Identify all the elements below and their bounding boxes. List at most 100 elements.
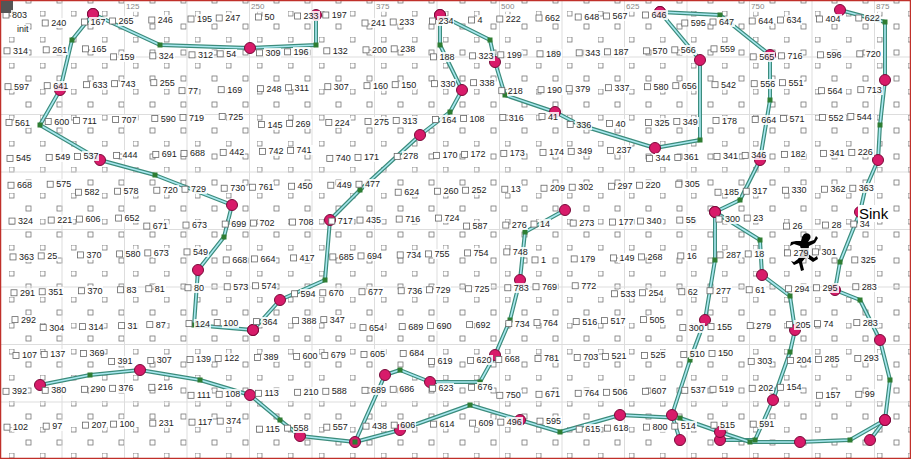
sensor-id: 309 xyxy=(264,48,281,58)
sensor-id: 122 xyxy=(223,353,240,363)
sensor-id: 699 xyxy=(230,219,247,229)
sensor-id: 730 xyxy=(229,183,246,193)
sensor-id: 361 xyxy=(683,152,700,162)
sensor-id: 115 xyxy=(264,424,280,434)
sensor-id: 571 xyxy=(788,114,805,124)
sensor-id: 344 xyxy=(655,153,672,163)
sensor-id: 108 xyxy=(469,114,486,124)
sensor-id: 132 xyxy=(332,46,349,56)
sensor-id: 218 xyxy=(507,86,524,96)
sensor-id: 686 xyxy=(398,384,415,394)
sensor-id: 725 xyxy=(227,112,244,122)
routing-paths xyxy=(40,10,890,442)
sensor-id: 273 xyxy=(578,218,595,228)
sensor-id: 444 xyxy=(122,150,139,160)
sensor-id: 565 xyxy=(758,52,775,62)
sensor-id: 150 xyxy=(400,80,417,90)
sensor-id: 388 xyxy=(301,316,318,326)
sensor-id: 648 xyxy=(583,12,600,22)
sensor-id: 609 xyxy=(478,418,495,428)
sensor-id: 684 xyxy=(408,348,425,358)
sensor-id: 742 xyxy=(267,146,284,156)
sensor-id: 692 xyxy=(475,320,492,330)
sensor-id: 505 xyxy=(649,315,666,325)
sensor-id: 190 xyxy=(546,85,563,95)
sensor-id: 324 xyxy=(17,216,34,226)
sensor-id: 248 xyxy=(265,84,282,94)
sensor-id: 515 xyxy=(719,420,736,430)
sensor-id: 50 xyxy=(263,12,275,22)
sensor-id: 305 xyxy=(684,179,701,189)
sensor-id: 34 xyxy=(859,219,871,229)
sensor-id: 380 xyxy=(50,385,67,395)
sensor-id: 559 xyxy=(719,44,736,54)
sensor-id: 205 xyxy=(794,320,811,330)
sensor-id: 605 xyxy=(369,349,386,359)
sensor-id: 671 xyxy=(544,389,561,399)
sensor-id: 169 xyxy=(226,85,243,95)
sensor-id: 275 xyxy=(373,117,390,127)
sensor-id: 343 xyxy=(584,48,601,58)
sensor-id: 307 xyxy=(333,82,350,92)
sensor-id: 164 xyxy=(440,115,457,125)
sensor-id: 222 xyxy=(505,14,522,24)
sensor-id: 741 xyxy=(296,145,313,155)
sensor-id: 477 xyxy=(364,179,381,189)
sensor-id: 23 xyxy=(752,213,764,223)
sensor-id: 533 xyxy=(619,289,636,299)
ruler-number: 875 xyxy=(875,2,890,12)
sensor-id: 673 xyxy=(153,248,170,258)
sensor-id: 689 xyxy=(370,385,387,395)
sensor-id: 740 xyxy=(335,153,352,163)
sensor-id: 261 xyxy=(51,45,68,55)
sensor-id: 673 xyxy=(191,220,208,230)
init-label: init xyxy=(16,24,30,34)
sensor-id: 61 xyxy=(754,285,766,295)
sensor-id: 614 xyxy=(438,419,455,429)
sensor-id: 159 xyxy=(119,52,136,62)
sensor-id: 241 xyxy=(370,18,387,28)
sensor-id: 363 xyxy=(858,183,875,193)
sensor-id: 450 xyxy=(297,181,314,191)
sensor-id: 31 xyxy=(127,321,139,331)
sensor-id: 688 xyxy=(189,148,206,158)
sensor-id: 600 xyxy=(302,351,319,361)
sensor-id: 311 xyxy=(294,83,310,93)
sensor-id: 664 xyxy=(259,254,276,264)
sensor-id: 55 xyxy=(685,215,697,225)
sensor-id: 303 xyxy=(756,356,773,366)
sensor-id: 622 xyxy=(864,13,881,23)
sensor-id: 496 xyxy=(506,417,523,427)
sensor-id: 294 xyxy=(793,284,810,294)
sensor-id: 202 xyxy=(757,383,774,393)
sensor-id: 438 xyxy=(371,421,388,431)
ruler-number: 750 xyxy=(750,2,765,12)
sensor-id: 124 xyxy=(194,319,211,329)
sensor-id: 233 xyxy=(398,17,415,27)
sensor-id: 646 xyxy=(651,10,668,20)
sensor-id: 691 xyxy=(161,149,178,159)
sensor-id: 154 xyxy=(785,382,802,392)
sensor-id: 668 xyxy=(16,180,33,190)
sensor-id: 237 xyxy=(615,145,632,155)
sensor-id: 641 xyxy=(52,81,69,91)
sensor-id: 743 xyxy=(120,79,137,89)
sensor-id: 26 xyxy=(791,221,803,231)
sensor-id: 83 xyxy=(126,285,138,295)
sensor-id: 351 xyxy=(47,287,64,297)
sensor-id: 316 xyxy=(508,113,525,123)
sensor-id: 552 xyxy=(828,113,845,123)
sensor-id: 545 xyxy=(15,153,32,163)
sensor-id: 1 xyxy=(540,255,547,265)
sensor-id: 173 xyxy=(509,148,526,158)
sensor-id: 662 xyxy=(544,13,561,23)
sensor-id: 341 xyxy=(722,151,739,161)
sensor-id: 417 xyxy=(299,253,316,263)
sensor-id: 199 xyxy=(506,50,523,60)
sensor-id: 449 xyxy=(336,180,353,190)
sensor-id: 330 xyxy=(439,79,456,89)
sensor-id: 719 xyxy=(188,113,205,123)
sensor-id: 729 xyxy=(434,285,451,295)
sensor-id: 285 xyxy=(824,354,841,364)
sensor-id: 167 xyxy=(89,17,106,27)
